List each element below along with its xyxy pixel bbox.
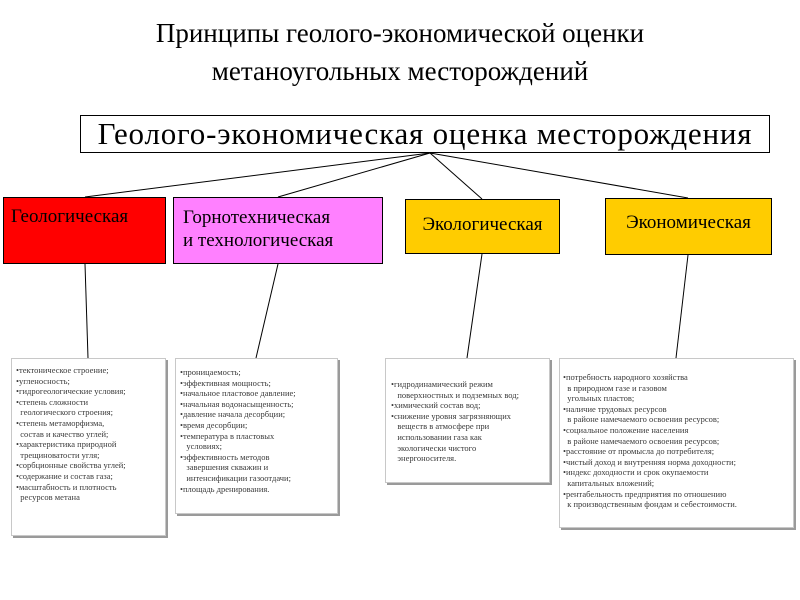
connector-main-to-economic [429, 152, 689, 199]
panel-item: в районе намечаемого освоения ресурсов; [563, 414, 720, 425]
category-mining-label-line-1: Горнотехническая [183, 207, 331, 228]
connector-mining-to-panel [255, 263, 279, 359]
panel-item: завершения скважин и [180, 462, 269, 473]
panel-item: использовании газа как [391, 431, 482, 442]
panel-item: веществ в атмосфере при [391, 421, 490, 432]
panel-item: •снижение уровня загрязняющих [391, 410, 512, 421]
panel-item: поверхностных и подземных вод; [391, 389, 519, 400]
panel-item: •тектоническое строение; [16, 365, 109, 375]
panel-item: •степень метаморфизма, [16, 417, 105, 428]
panel-item: •гидрогеологические условия; [16, 386, 126, 397]
panel-item: •эффективность методов [180, 451, 270, 462]
panel-ecological-factors: •гидродинамический режим поверхностных и… [385, 358, 550, 483]
category-ecological: Экологическая [405, 199, 560, 254]
panel-item: •масштабность и плотность [16, 481, 117, 492]
panel-item: •социальное положение населения [563, 424, 689, 435]
panel-item: геологического строения; [16, 407, 114, 418]
panel-item: •химический состав вод; [391, 400, 481, 411]
category-economic: Экономическая [605, 198, 772, 255]
panel-economic-factors: •потребность народного хозяйства в приро… [559, 358, 794, 528]
category-geological: Геологическая [3, 197, 166, 264]
panel-item: •степень сложности [16, 396, 89, 407]
category-ecological-label: Экологическая [422, 214, 543, 235]
panel-item: •содержание и состав газа; [16, 470, 113, 481]
panel-geological-factors: •тектоническое строение;•угленосность;•г… [11, 358, 166, 536]
panel-item: к производственным фондам и себестоимост… [563, 499, 737, 510]
panel-item: •давление начала десорбции; [180, 409, 286, 420]
title-line-1: Принципы геолого-экономической оценки [155, 18, 645, 48]
panel-item: условиях; [180, 441, 222, 452]
category-economic-label: Экономическая [626, 212, 751, 233]
panel-item: •угленосность; [16, 375, 70, 386]
panel-item: энергоносителя. [391, 453, 457, 464]
panel-item: •характеристика природной [16, 439, 117, 450]
category-geological-label: Геологическая [11, 206, 129, 227]
panel-item: •рентабельность предприятия по отношению [563, 488, 727, 499]
panel-item: •гидродинамический режим [391, 379, 493, 389]
panel-item: в районе намечаемого освоения ресурсов; [563, 435, 720, 446]
panel-item: •начальная водонасыщенность; [180, 398, 294, 409]
panel-item: •начальное пластовое давление; [180, 388, 296, 399]
connector-geological-to-panel [84, 263, 89, 359]
panel-item: угольных пластов; [563, 393, 635, 404]
panel-item: •проницаемость; [180, 367, 241, 377]
panel-item: •площадь дренирования. [180, 483, 270, 494]
panel-item: экологически чистого [391, 442, 477, 453]
panel-item: •чистый доход и внутренняя норма доходно… [563, 456, 736, 467]
page-title: Принципы геолого-экономической оценки ме… [0, 14, 800, 90]
connector-main-to-mining [277, 152, 431, 198]
panel-item: интенсификации газоотдачи; [180, 472, 291, 483]
panel-item: •расстояние от промысла до потребителя; [563, 446, 715, 457]
panel-item: трещиноватости угля; [16, 449, 100, 460]
panel-item: •время десорбции; [180, 419, 248, 430]
title-line-2: метаноугольных месторождений [211, 56, 589, 86]
main-assessment-box: Геолого-экономическая оценка месторожден… [80, 115, 770, 153]
connector-main-to-ecological [429, 152, 483, 200]
panel-item: ресурсов метана [16, 492, 80, 503]
panel-item: •сорбционные свойства углей; [16, 460, 126, 471]
panel-item: в природном газе и газовом [563, 382, 667, 393]
panel-item: капитальных вложений; [563, 477, 655, 488]
connector-ecological-to-panel [466, 253, 483, 359]
category-mining-technological: Горнотехническая и технологическая [173, 197, 383, 264]
panel-mining-factors: •проницаемость;•эффективная мощность;•на… [175, 358, 338, 514]
panel-item: •индекс доходности и срок окупаемости [563, 467, 709, 478]
connector-main-to-geological [84, 152, 431, 198]
connector-economic-to-panel [675, 254, 689, 359]
category-mining-label-line-2: и технологическая [183, 230, 334, 251]
panel-item: •наличие трудовых ресурсов [563, 403, 667, 414]
panel-item: •эффективная мощность; [180, 377, 271, 388]
panel-item: состав и качество углей; [16, 428, 109, 439]
panel-item: •температура в пластовых [180, 430, 275, 441]
panel-item: •потребность народного хозяйства [563, 372, 688, 382]
